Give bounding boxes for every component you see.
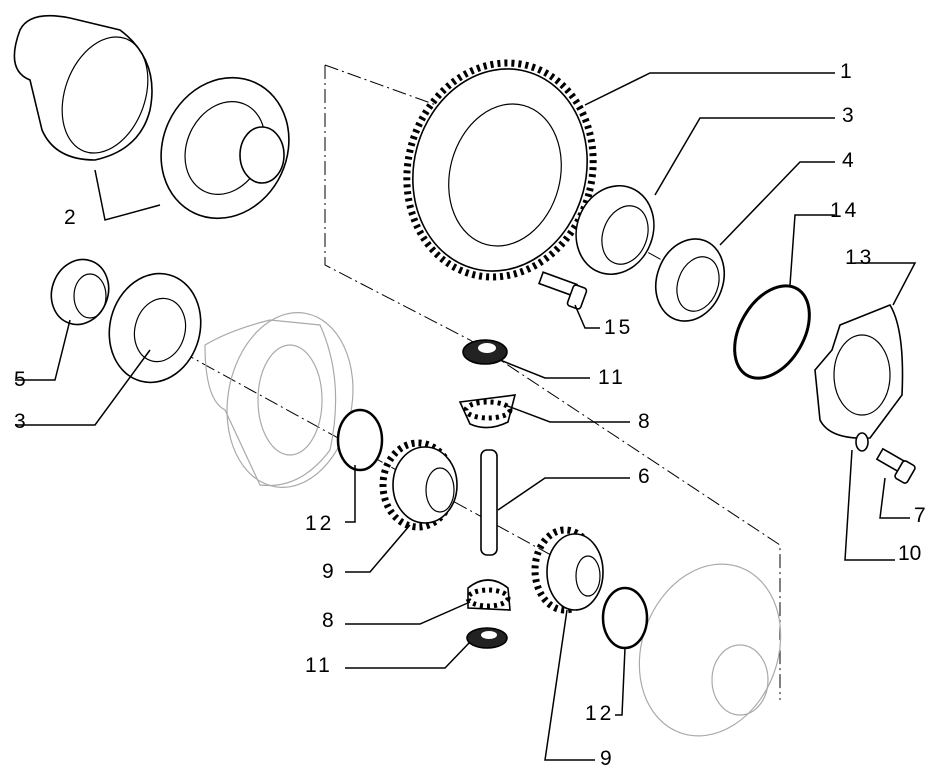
side-gear-left <box>379 439 458 531</box>
callout-6: 6 <box>638 465 653 488</box>
o-ring <box>733 284 811 380</box>
pinion-shaft <box>480 449 498 556</box>
left-seal <box>50 258 110 326</box>
callout-11: 11 <box>598 366 626 389</box>
callout-2: 2 <box>64 206 79 229</box>
callout-11-bottom: 11 <box>305 654 333 677</box>
callout-9-left: 9 <box>322 560 337 583</box>
callout-13: 13 <box>845 246 874 269</box>
side-gear-right <box>531 526 604 614</box>
bearing-right <box>575 184 655 276</box>
planet-pinion-top <box>458 394 517 429</box>
pinion-washer-top <box>462 339 508 365</box>
oil-seal <box>655 238 725 322</box>
ring-gear <box>403 59 597 281</box>
callout-12-right: 12 <box>585 702 614 725</box>
housing-ghost-right <box>638 563 782 737</box>
callout-5: 5 <box>14 368 29 391</box>
pinion-washer-bottom <box>466 627 508 649</box>
callout-12-left: 12 <box>305 512 334 535</box>
callout-3-left: 3 <box>14 410 29 433</box>
housing-ghost-left <box>204 312 354 488</box>
callout-8: 8 <box>638 410 653 433</box>
callout-1: 1 <box>840 60 855 83</box>
planet-pinion-bottom <box>465 579 511 611</box>
differential-housing-halves <box>13 14 290 220</box>
callout-labels: 1 3 4 14 13 2 5 3 15 11 8 6 12 9 8 11 12… <box>14 60 929 768</box>
thrust-washer-right <box>601 586 649 650</box>
callout-10: 10 <box>898 542 921 565</box>
callout-8-bottom: 8 <box>322 609 337 632</box>
cover-plate <box>814 304 904 439</box>
callout-3: 3 <box>842 104 857 127</box>
cover-bolt <box>875 447 916 484</box>
callout-4: 4 <box>842 149 857 172</box>
bearing-left <box>108 272 202 384</box>
ring-gear-bolt <box>538 271 588 310</box>
leader-lines <box>15 72 917 761</box>
callout-14: 14 <box>830 199 859 222</box>
washer <box>855 432 869 452</box>
thrust-washer-left <box>336 408 384 472</box>
callout-7: 7 <box>914 504 929 527</box>
callout-15: 15 <box>604 316 633 339</box>
callout-9-right: 9 <box>600 747 615 768</box>
